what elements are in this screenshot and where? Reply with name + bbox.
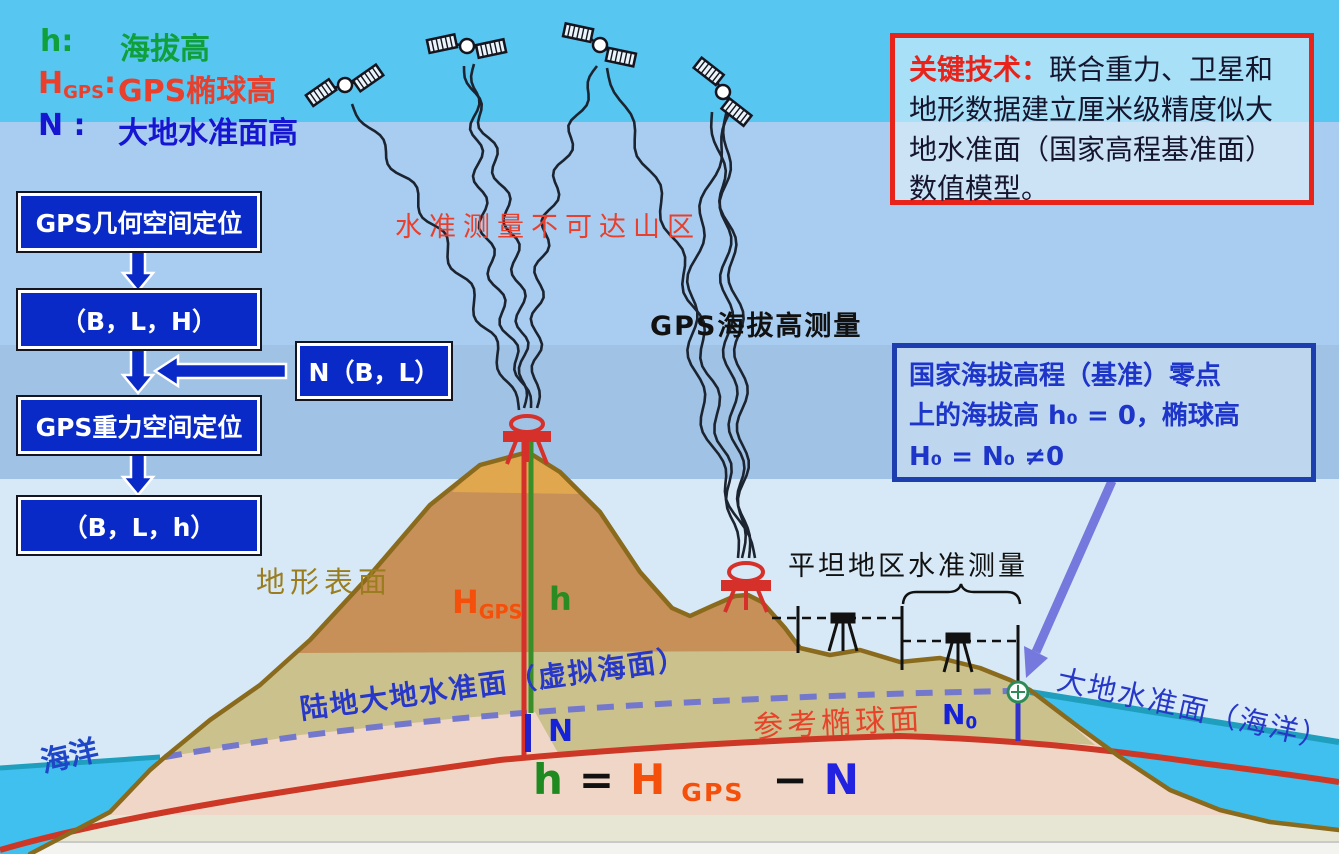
sea-left <box>0 757 160 854</box>
label-flat-leveling: 平坦地区水准测量 <box>788 551 1028 582</box>
gps-receiver-peak <box>503 414 551 465</box>
legend-n-label: 大地水准面高 <box>118 116 298 151</box>
datum-line-1: 国家海拔高程（基准）零点 <box>909 361 1222 391</box>
label-n: N <box>548 714 574 749</box>
ellipsoid-red-line <box>0 732 1339 853</box>
formula-minus: − <box>772 755 810 804</box>
leveling-brace <box>901 583 1022 605</box>
label-terrain-surface: 地形表面 <box>256 565 393 599</box>
flow-box-blh-lower: （B，L，h） <box>16 495 262 556</box>
formula-n: N <box>823 755 861 804</box>
satellite-signal-wave <box>468 63 533 409</box>
flow-box-gps-gravity: GPS重力空间定位 <box>16 395 262 456</box>
label-n0: N0 <box>942 698 978 733</box>
flow-box-blh-upper: （B，L，H） <box>16 288 262 351</box>
datum-pointer-arrow <box>1024 479 1117 678</box>
satellite-signal-wave <box>718 109 752 559</box>
datum-line-3: H₀ = N₀ ≠0 <box>909 441 1065 472</box>
satellite-signal-wave <box>685 105 757 559</box>
key-technology-text: 联合重力、卫星和地形数据建立厘米级精度似大地水准面（国家高程基准面）数值模型。 <box>909 53 1274 206</box>
legend-hgps-label: GPS椭球高 <box>118 74 277 109</box>
key-technology-box: 关键技术：联合重力、卫星和地形数据建立厘米级精度似大地水准面（国家高程基准面）数… <box>890 33 1314 205</box>
gps-receiver-flat <box>721 561 771 613</box>
label-gps-height-measure: GPS海拔高测量 <box>650 311 863 342</box>
satellite-signal-wave <box>529 65 599 409</box>
legend-hgps-symbol: HGPS: <box>38 66 117 104</box>
satellite-signal-wave <box>350 103 521 411</box>
satellite-icon <box>691 55 754 128</box>
datum-line-2: 上的海拔高 h₀ = 0，椭球高 <box>909 401 1240 432</box>
legend-row-h: h: 海拔高 <box>40 24 210 68</box>
satellite-signal-wave <box>709 111 750 559</box>
bottom-strip-white <box>0 842 1339 854</box>
key-technology-label: 关键技术： <box>909 53 1050 86</box>
land-khaki-band <box>165 648 1095 757</box>
legend-h-symbol: h: <box>40 24 74 59</box>
national-datum-box: 国家海拔高程（基准）零点 上的海拔高 h₀ = 0，椭球高 H₀ = N₀ ≠0 <box>892 343 1316 482</box>
terrain-outline <box>27 449 1339 854</box>
bottom-strip-green <box>0 815 1339 842</box>
sea-right-surface <box>1029 689 1339 745</box>
label-reference-ellipsoid: 参考椭球面 <box>752 701 924 746</box>
zero-point-marker <box>1006 680 1030 704</box>
legend-row-n: N : 大地水准面高 <box>38 108 298 152</box>
mountain-body <box>295 452 798 653</box>
label-unreachable-mountain: 水准测量不可达山区 <box>395 212 701 243</box>
flow-box-nbl: N（B，L） <box>295 341 453 401</box>
flow-box-gps-geometric: GPS几何空间定位 <box>16 191 262 253</box>
legend-h-label: 海拔高 <box>120 32 210 67</box>
legend-n-symbol: N : <box>38 108 86 143</box>
satellite-icon <box>425 32 508 60</box>
formula-h: h <box>533 755 565 804</box>
level-tripod-1 <box>827 612 859 652</box>
satellite-signal-wave <box>462 65 530 409</box>
satellites <box>304 21 754 128</box>
label-h: h <box>549 580 572 618</box>
flow-arrows <box>120 247 288 497</box>
satellite-icon <box>561 21 638 68</box>
satellite-signals <box>350 63 757 559</box>
label-hgps: HGPS <box>452 583 523 624</box>
level-tripod-2 <box>942 632 974 673</box>
satellite-signal-wave <box>605 67 741 559</box>
legend-row-hgps: HGPS: GPS椭球高 <box>38 66 276 110</box>
satellite-icon <box>304 62 386 108</box>
sea-left-surface <box>0 754 161 771</box>
mountain-gold-cap <box>452 452 580 494</box>
formula-equals: = <box>578 755 617 804</box>
